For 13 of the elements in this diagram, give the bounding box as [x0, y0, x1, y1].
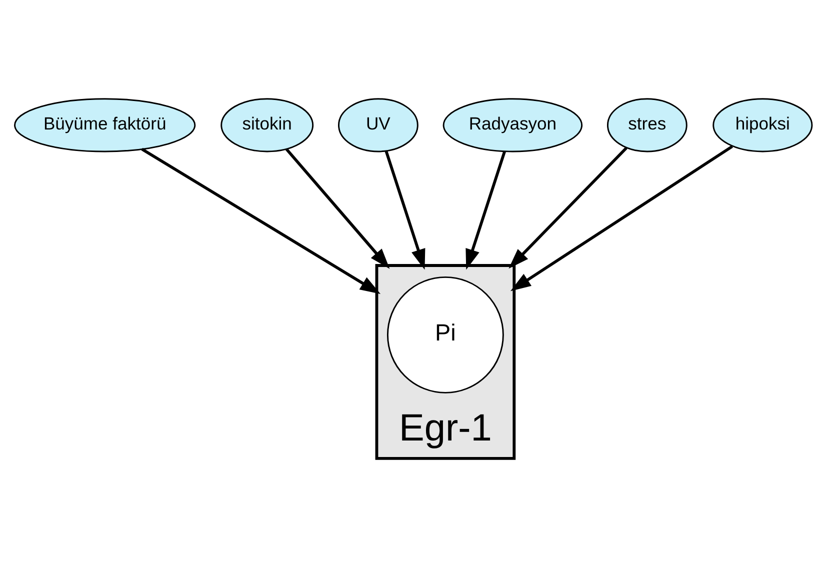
- arrow: [508, 146, 628, 269]
- node-ellipse: stres: [606, 98, 688, 152]
- arrow: [384, 150, 426, 270]
- node-ellipse: Büyüme faktörü: [14, 98, 196, 152]
- arrow: [285, 148, 390, 269]
- node-ellipse: Radyasyon: [442, 98, 583, 152]
- node-ellipse: hipoksi: [712, 98, 813, 152]
- node-ellipse: sitokin: [220, 98, 314, 152]
- arrow: [510, 145, 734, 292]
- node-circle: Pi: [386, 276, 504, 394]
- node-ellipse: UV: [338, 98, 418, 152]
- arrow: [141, 148, 381, 294]
- arrow: [466, 151, 506, 270]
